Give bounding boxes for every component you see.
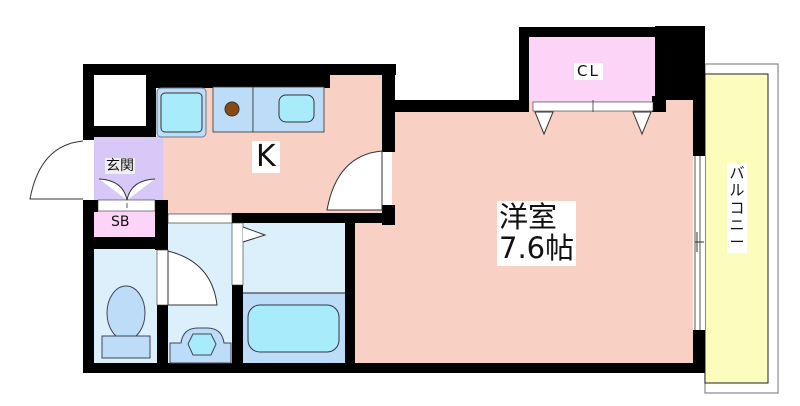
toilet-icon [101, 285, 151, 359]
refrigerator-icon [160, 92, 203, 133]
shoe-box-doors[interactable] [97, 178, 156, 212]
stove-burner-icon [224, 101, 240, 117]
bathtub-icon [247, 304, 340, 353]
front-door[interactable] [29, 140, 94, 200]
wash-basin-icon [169, 327, 232, 364]
western-room-name: 洋室 [499, 200, 558, 234]
closet-doors[interactable] [532, 100, 654, 136]
western-room-size: 7.6帖 [499, 231, 575, 266]
storage-interior [94, 75, 146, 126]
entrance-label: 玄関 [105, 158, 135, 174]
kitchen-counter [156, 86, 325, 138]
sink-icon [278, 94, 315, 123]
kitchen-label: K [252, 141, 280, 173]
balcony-window[interactable] [693, 156, 705, 330]
shoe-box-floor [94, 211, 158, 238]
western-room-label: 洋室 7.6帖 [497, 200, 577, 266]
bathroom-door[interactable] [231, 222, 267, 286]
washroom-door[interactable] [156, 249, 218, 306]
shoe-box-label: SB [111, 214, 130, 230]
balcony-label: バルコニー [727, 163, 747, 254]
washroom-opening [167, 213, 233, 224]
closet-label: CL [574, 63, 603, 80]
bedroom-door[interactable] [326, 150, 392, 211]
